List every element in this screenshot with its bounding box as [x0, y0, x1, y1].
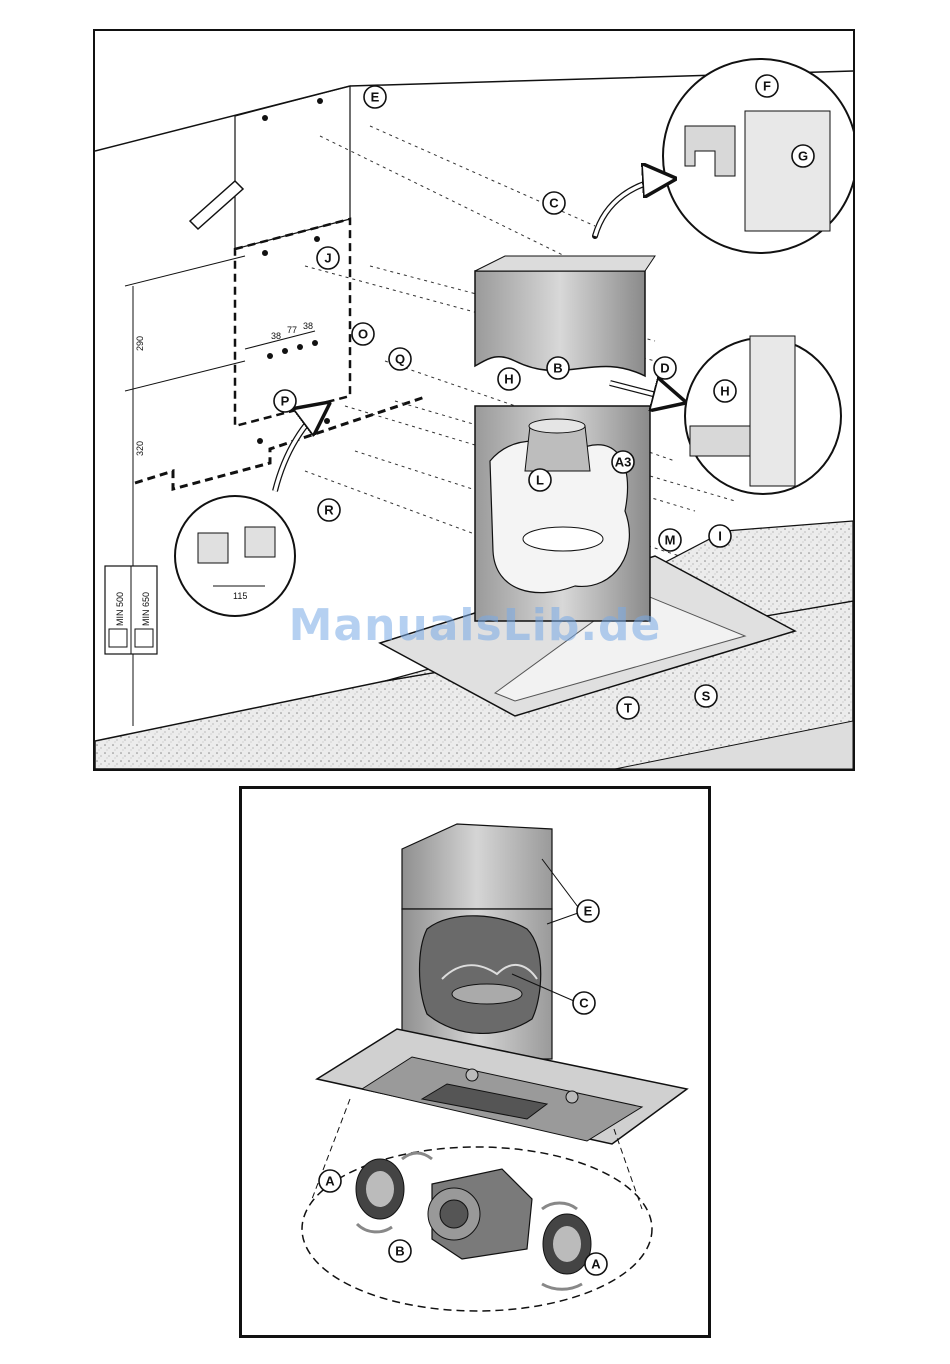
callout-E: E: [364, 86, 386, 108]
callout-L: L: [529, 469, 551, 491]
filter-diagram: E C A B A: [242, 789, 708, 1335]
callout-H-detail: H: [714, 380, 736, 402]
carbon-filter-left: [356, 1159, 404, 1219]
fan-motor: [428, 1169, 532, 1259]
svg-text:Q: Q: [395, 352, 405, 367]
installation-diagram: 290 320 38 77 38 MIN 500 MIN 650: [95, 31, 853, 769]
callout-C: C: [573, 992, 595, 1014]
rotate-arrow-left-bottom: [357, 1224, 392, 1232]
callout-C: C: [543, 192, 565, 214]
callout-S: S: [695, 685, 717, 707]
dim-77: 77: [287, 325, 297, 335]
drill-holes: [257, 98, 330, 444]
svg-text:O: O: [358, 327, 368, 342]
svg-text:H: H: [504, 372, 513, 387]
svg-text:A3: A3: [615, 455, 632, 470]
dim-115: 115: [233, 591, 247, 601]
svg-text:R: R: [324, 503, 334, 518]
inset-wall-bracket-detail: 115: [175, 496, 295, 616]
callout-F: F: [756, 75, 778, 97]
svg-text:E: E: [371, 90, 380, 105]
callout-H: H: [498, 368, 520, 390]
dim-320: 320: [135, 441, 145, 456]
rotate-arrow-right-top: [542, 1203, 577, 1209]
arrow-to-mid-detail-fill: [610, 383, 680, 401]
svg-text:B: B: [553, 361, 562, 376]
callout-D: D: [654, 357, 676, 379]
inset-bracket-detail-mid: [685, 336, 841, 494]
filter-diagram-panel: E C A B A: [239, 786, 711, 1338]
svg-text:S: S: [702, 689, 711, 704]
callout-P: P: [274, 390, 296, 412]
callout-E: E: [577, 900, 599, 922]
svg-text:A: A: [591, 1257, 601, 1272]
callout-M: M: [659, 529, 681, 551]
svg-text:C: C: [549, 196, 559, 211]
callout-A3: A3: [612, 451, 634, 473]
min-650-label: MIN 650: [141, 592, 151, 626]
dim-290: 290: [135, 336, 145, 351]
arrow-to-wall-detail: [275, 406, 325, 491]
svg-text:L: L: [536, 473, 544, 488]
svg-text:F: F: [763, 79, 771, 94]
callout-B: B: [547, 357, 569, 379]
svg-text:H: H: [720, 384, 729, 399]
svg-text:I: I: [718, 529, 722, 544]
carbon-filter-right: [543, 1214, 591, 1274]
rotate-arrow-right-bottom: [542, 1284, 582, 1289]
arrow-to-wall-detail-fill: [275, 406, 325, 491]
hob-clearance-box: MIN 500 MIN 650: [105, 566, 157, 654]
upper-chimney: [475, 256, 655, 376]
svg-text:T: T: [624, 701, 632, 716]
callout-Q: Q: [389, 348, 411, 370]
callout-J: J: [317, 247, 339, 269]
callout-I: I: [709, 525, 731, 547]
svg-text:M: M: [665, 533, 676, 548]
svg-text:G: G: [798, 149, 808, 164]
callout-A-right: A: [585, 1253, 607, 1275]
svg-text:D: D: [660, 361, 669, 376]
min-500-label: MIN 500: [115, 592, 125, 626]
svg-text:C: C: [579, 996, 589, 1011]
callout-A-left: A: [319, 1170, 341, 1192]
dim-38-right: 38: [303, 321, 313, 331]
svg-text:E: E: [584, 904, 593, 919]
svg-text:A: A: [325, 1174, 335, 1189]
callout-R: R: [318, 499, 340, 521]
leader-right: [614, 1129, 642, 1209]
svg-text:J: J: [324, 251, 331, 266]
callout-O: O: [352, 323, 374, 345]
callout-T: T: [617, 697, 639, 719]
callout-B: B: [389, 1240, 411, 1262]
lower-chimney: [475, 406, 650, 621]
svg-text:P: P: [281, 394, 290, 409]
svg-text:B: B: [395, 1244, 404, 1259]
chimney: [402, 824, 552, 1059]
callout-G: G: [792, 145, 814, 167]
installation-diagram-panel: 290 320 38 77 38 MIN 500 MIN 650: [93, 29, 855, 771]
rotate-arrow-left-top: [402, 1153, 432, 1159]
dim-38-left: 38: [271, 331, 281, 341]
